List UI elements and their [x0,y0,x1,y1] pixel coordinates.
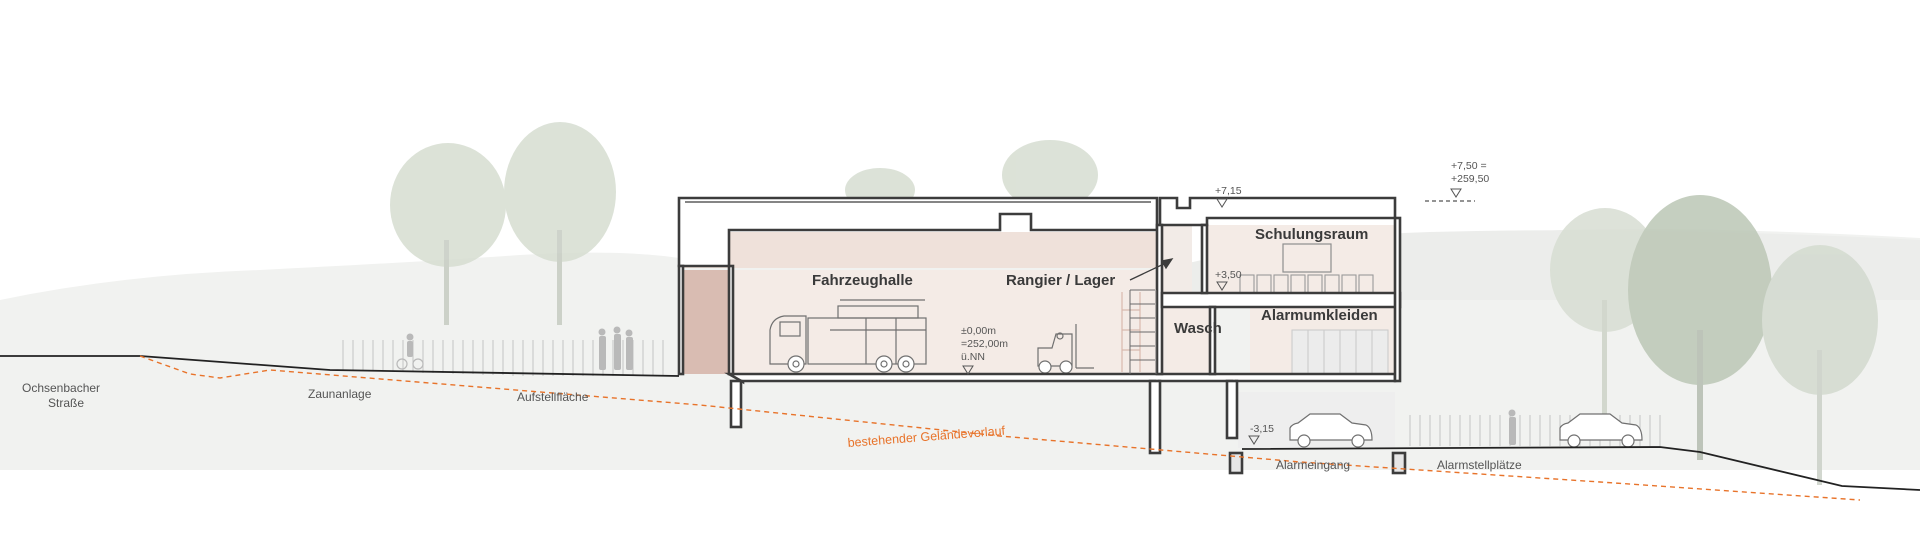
label-fahrzeughalle: Fahrzeughalle [812,272,913,289]
staircase [1129,289,1157,374]
level-ground-2: =252,00m [961,338,1008,350]
wall-right [1393,216,1402,383]
fence-left [342,340,664,376]
label-schulungsraum: Schulungsraum [1255,226,1368,243]
marker-basement [1248,435,1260,445]
wall-hall-inner [727,264,735,376]
fire-truck [769,299,927,373]
level-basement: -3,15 [1250,423,1274,435]
label-rangier-lager: Rangier / Lager [1006,272,1115,289]
forklift [1037,324,1094,374]
tree-left-2 [504,122,616,262]
level-markers [962,188,1475,445]
label-alarm-parking: Alarmstellplätze [1437,458,1522,472]
column-middle [1148,379,1162,455]
tree-right-3 [1762,245,1878,395]
schulungsraum-space [1207,225,1395,293]
facade-cladding [681,270,729,374]
tree-right-2-trunk [1697,330,1703,460]
terrain [0,355,1920,501]
fahrzeughalle-space [733,270,1159,374]
lockers [1291,329,1389,375]
car-outdoor [1559,413,1643,448]
person-cyclist [396,333,424,370]
slab-ground [724,372,1397,394]
person-group [598,326,633,370]
projection-board [1282,243,1332,273]
foundation-basement-1 [1228,451,1244,475]
room-labels: Fahrzeughalle Rangier / Lager Schulungsr… [812,226,1378,337]
level-max-2: +259,50 [1451,173,1489,185]
roof-right [1158,196,1397,227]
marker-roof [1216,198,1228,208]
marker-max [1450,188,1462,198]
tree-left-1 [390,143,506,267]
tree-bg-mid-2 [1002,140,1098,210]
building-structure [677,196,1407,475]
tree-left-2-trunk [557,230,562,325]
level-ground-3: ü.NN [961,351,985,363]
person-right [1508,409,1516,445]
tree-right-3-trunk [1817,350,1822,485]
label-fence: Zaunanlage [308,387,372,401]
tree-left-1-trunk [444,240,449,325]
car-garage [1289,413,1373,448]
wasch-space [1167,307,1210,374]
label-street-1: Ochsenbacher [22,381,100,395]
wall-basement [1225,379,1239,440]
existing-terrain-line [139,355,1861,501]
ground-line-right [1241,446,1920,491]
marker-upper [1216,281,1228,291]
marker-ground [962,365,974,375]
tree-right-2 [1628,195,1772,385]
level-roof: +7,15 [1215,185,1242,197]
level-max-1: +7,50 = [1451,160,1487,172]
wall-training [1200,223,1209,295]
level-ground-1: ±0,00m [961,325,996,337]
background-trees [390,122,1878,485]
level-labels: ±0,00m =252,00m ü.NN +3,50 +7,15 -3,15 +… [961,160,1489,435]
slab-upper [1160,291,1402,309]
upper-band [681,232,1159,268]
label-wasch: Wasch [1174,320,1222,337]
roof-hall [677,196,1159,268]
rangier-pointer-arrow [1129,258,1174,281]
foundation-left [729,379,743,429]
storage-shelving [1121,292,1141,372]
label-set-up-area: Aufstellfläche [517,390,589,404]
cars [1289,413,1643,448]
label-alarm-entrance: Alarmeingang [1276,458,1350,472]
tree-right-1-trunk [1602,300,1607,440]
wall-left [677,264,685,376]
label-alarmumkleiden: Alarmumkleiden [1261,307,1378,324]
label-street-2: Straße [48,396,84,410]
foundation-basement-2 [1391,451,1407,475]
wall-wash [1208,305,1217,376]
level-upper: +3,50 [1215,269,1242,281]
